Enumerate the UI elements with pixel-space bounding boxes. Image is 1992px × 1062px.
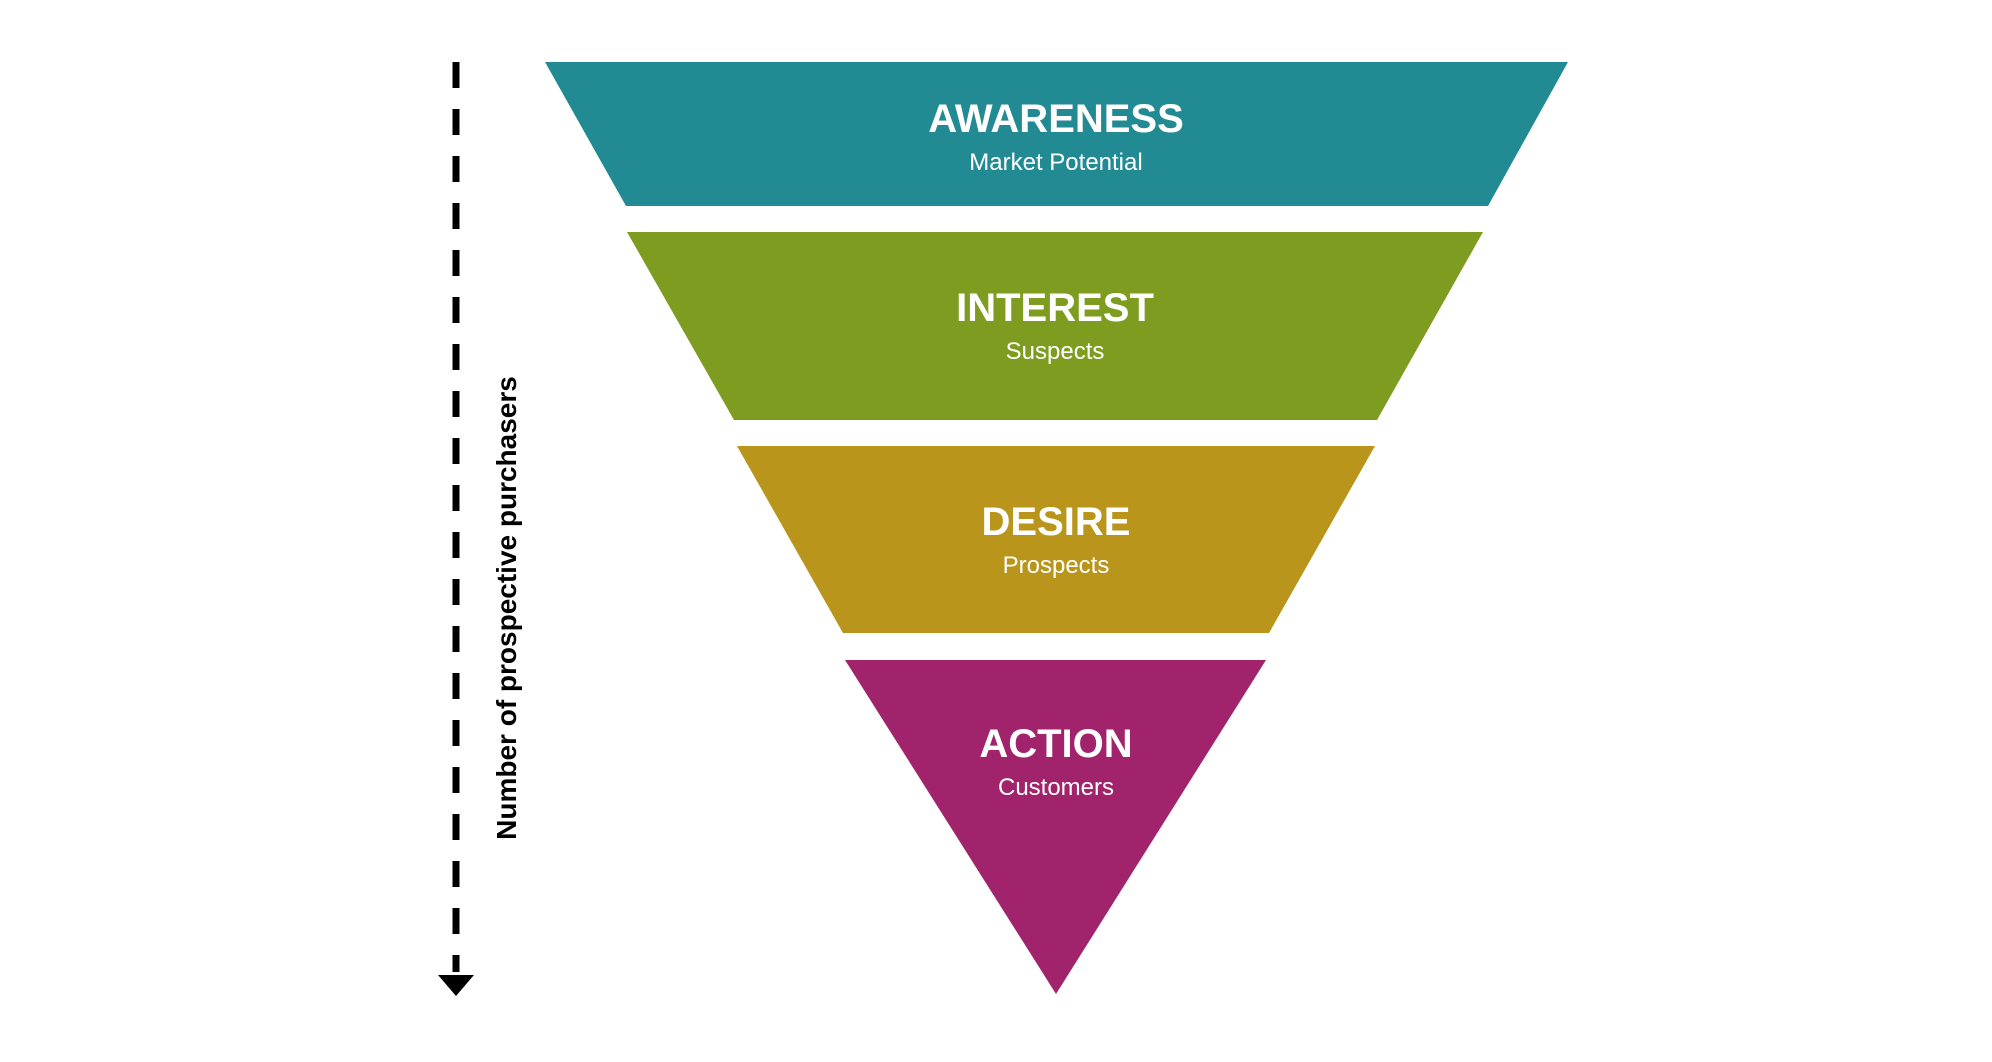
- stage-shape: [845, 660, 1266, 994]
- axis-arrow-head: [438, 975, 474, 996]
- axis-label: Number of prospective purchasers: [491, 376, 522, 840]
- stage-subtitle: Market Potential: [969, 149, 1142, 176]
- stage-subtitle: Prospects: [1003, 552, 1110, 579]
- funnel-stage-interest: INTEREST Suspects: [627, 232, 1483, 420]
- stage-subtitle: Suspects: [1006, 338, 1105, 365]
- axis: Number of prospective purchasers: [438, 62, 522, 996]
- stage-title: INTEREST: [956, 286, 1154, 330]
- stage-shape: [737, 446, 1375, 633]
- funnel-stage-action: ACTION Customers: [845, 660, 1266, 994]
- stage-shape: [627, 232, 1483, 420]
- stage-title: ACTION: [979, 722, 1132, 766]
- stage-shape: [545, 62, 1568, 206]
- funnel-stage-desire: DESIRE Prospects: [737, 446, 1375, 633]
- funnel-stage-awareness: AWARENESS Market Potential: [545, 62, 1568, 206]
- stage-title: DESIRE: [982, 500, 1131, 544]
- stage-title: AWARENESS: [928, 97, 1184, 141]
- stage-subtitle: Customers: [998, 774, 1114, 801]
